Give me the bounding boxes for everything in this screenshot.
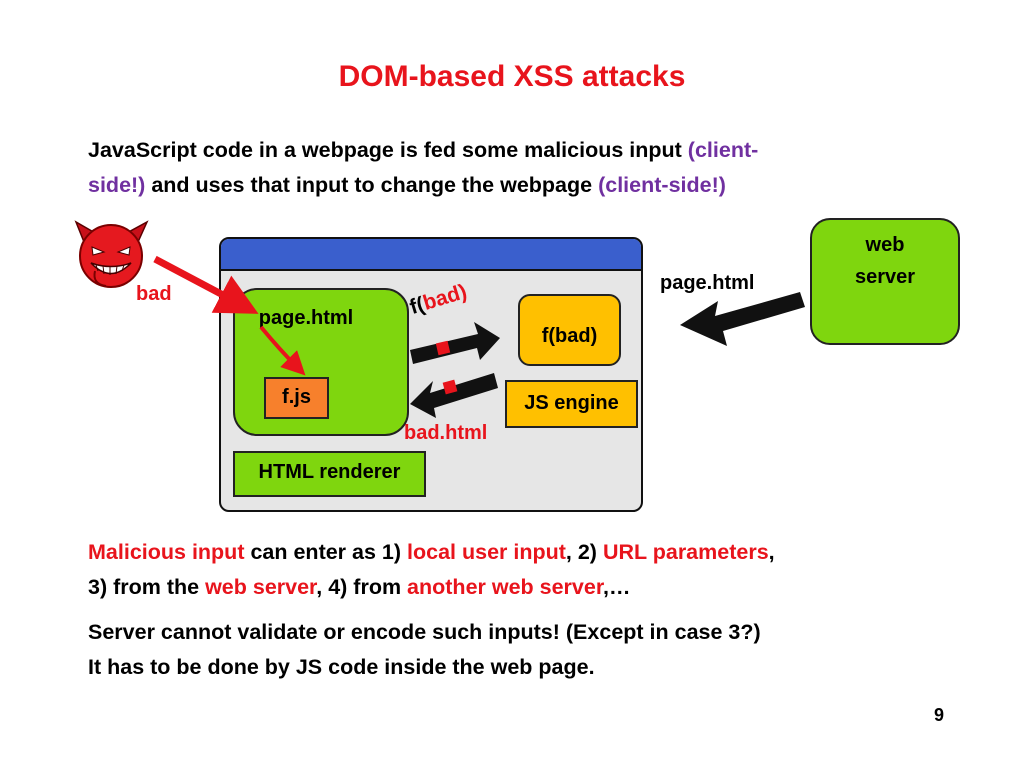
local-input-term: local user input — [407, 540, 566, 564]
fjs-box — [264, 377, 329, 419]
another-server-term: another web server — [407, 575, 604, 599]
server-arrow-label: page.html — [660, 272, 755, 294]
page-number: 9 — [933, 705, 944, 725]
bottom-text: , 2) — [565, 540, 603, 564]
page-html-label: page.html — [258, 307, 354, 329]
bottom-para-2-line-2: It has to be done by JS code inside the … — [88, 655, 595, 679]
intro-text-2: and uses that input to change the webpag… — [145, 173, 599, 197]
intro-line-2: side!) and uses that input to change the… — [88, 168, 726, 203]
web-server-label-1: web — [865, 234, 905, 256]
attacker-input-arrow — [153, 255, 259, 314]
call-arrow-right — [410, 322, 500, 364]
html-renderer-box — [233, 451, 426, 497]
bottom-para-1-line-2: 3) from the web server, 4) from another … — [88, 570, 631, 605]
fbad-label: f(bad) — [541, 325, 598, 347]
bottom-text: , 4) from — [316, 575, 408, 599]
browser-title-bar — [221, 239, 641, 271]
attacker-bad-label: bad — [136, 283, 172, 305]
bottom-para-2-line-1: Server cannot validate or encode such in… — [88, 620, 761, 644]
fjs-label: f.js — [282, 386, 311, 408]
fbad-box — [518, 294, 621, 366]
bottom-text: can enter as 1) — [244, 540, 408, 564]
intro-text-1: JavaScript code in a webpage is fed some… — [88, 138, 688, 162]
bottom-text: ,… — [603, 575, 631, 599]
devil-icon — [74, 220, 149, 288]
server-response-arrow — [680, 292, 805, 346]
bottom-para-1-line-1: Malicious input can enter as 1) local us… — [88, 535, 775, 570]
intro-line-1: JavaScript code in a webpage is fed some… — [88, 133, 758, 168]
malicious-input-term: Malicious input — [88, 540, 245, 564]
bottom-text: 3) from the — [88, 575, 206, 599]
bad-html-label: bad.html — [404, 422, 488, 444]
web-server-label-2: server — [854, 266, 916, 288]
intro-highlight-1: (client- — [687, 138, 759, 162]
bottom-text: , — [768, 540, 775, 564]
intro-highlight-3: (client-side!) — [598, 173, 726, 197]
html-renderer-label: HTML renderer — [258, 461, 401, 483]
web-server-box — [810, 218, 960, 345]
js-engine-box — [505, 380, 638, 428]
inject-fjs-arrow — [259, 325, 306, 376]
js-engine-label: JS engine — [524, 392, 619, 414]
return-arrow-left — [410, 373, 498, 418]
url-params-term: URL parameters — [602, 540, 769, 564]
web-server-term: web server — [205, 575, 317, 599]
intro-highlight-2: side!) — [88, 173, 146, 197]
slide-title: DOM-based XSS attacks — [338, 60, 686, 93]
